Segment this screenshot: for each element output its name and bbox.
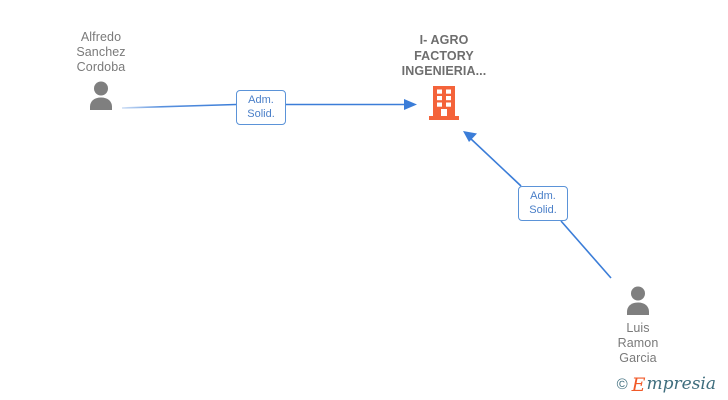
node-label-company: I- AGRO FACTORY INGENIERIA... [401,33,487,78]
node-company[interactable]: I- AGRO FACTORY INGENIERIA... [384,33,504,120]
edge-label-alfredo-company[interactable]: Adm. Solid. [236,90,286,125]
copyright-symbol: © [616,376,628,393]
edge-label-line-2: Solid. [247,108,275,120]
node-person-alfredo[interactable]: Alfredo Sanchez Cordoba [41,30,161,110]
brand-name: mpresia [646,374,717,394]
arrowhead-to-company-top [404,99,417,110]
node-label-luis: Luis Ramon Garcia [617,321,659,365]
edge-label-line-1: Adm. [530,190,556,202]
person-icon[interactable] [622,285,654,315]
building-icon[interactable] [429,85,459,120]
arrowhead-to-company-bottom [463,131,477,142]
edge-label-line-1: Adm. [248,94,274,106]
edge-label-line-2: Solid. [529,204,557,216]
edge-label-luis-company[interactable]: Adm. Solid. [518,186,568,221]
edge-line-luis-to-label [560,220,612,279]
node-label-alfredo: Alfredo Sanchez Cordoba [76,30,126,74]
edge-line-alfredo-to-label [121,103,237,109]
brand-initial: E [631,374,646,396]
edge-line-label2-to-company [469,137,522,187]
person-icon[interactable] [85,80,117,110]
watermark: © E mpresia [616,374,717,396]
node-person-luis[interactable]: Luis Ramon Garcia [578,285,698,366]
